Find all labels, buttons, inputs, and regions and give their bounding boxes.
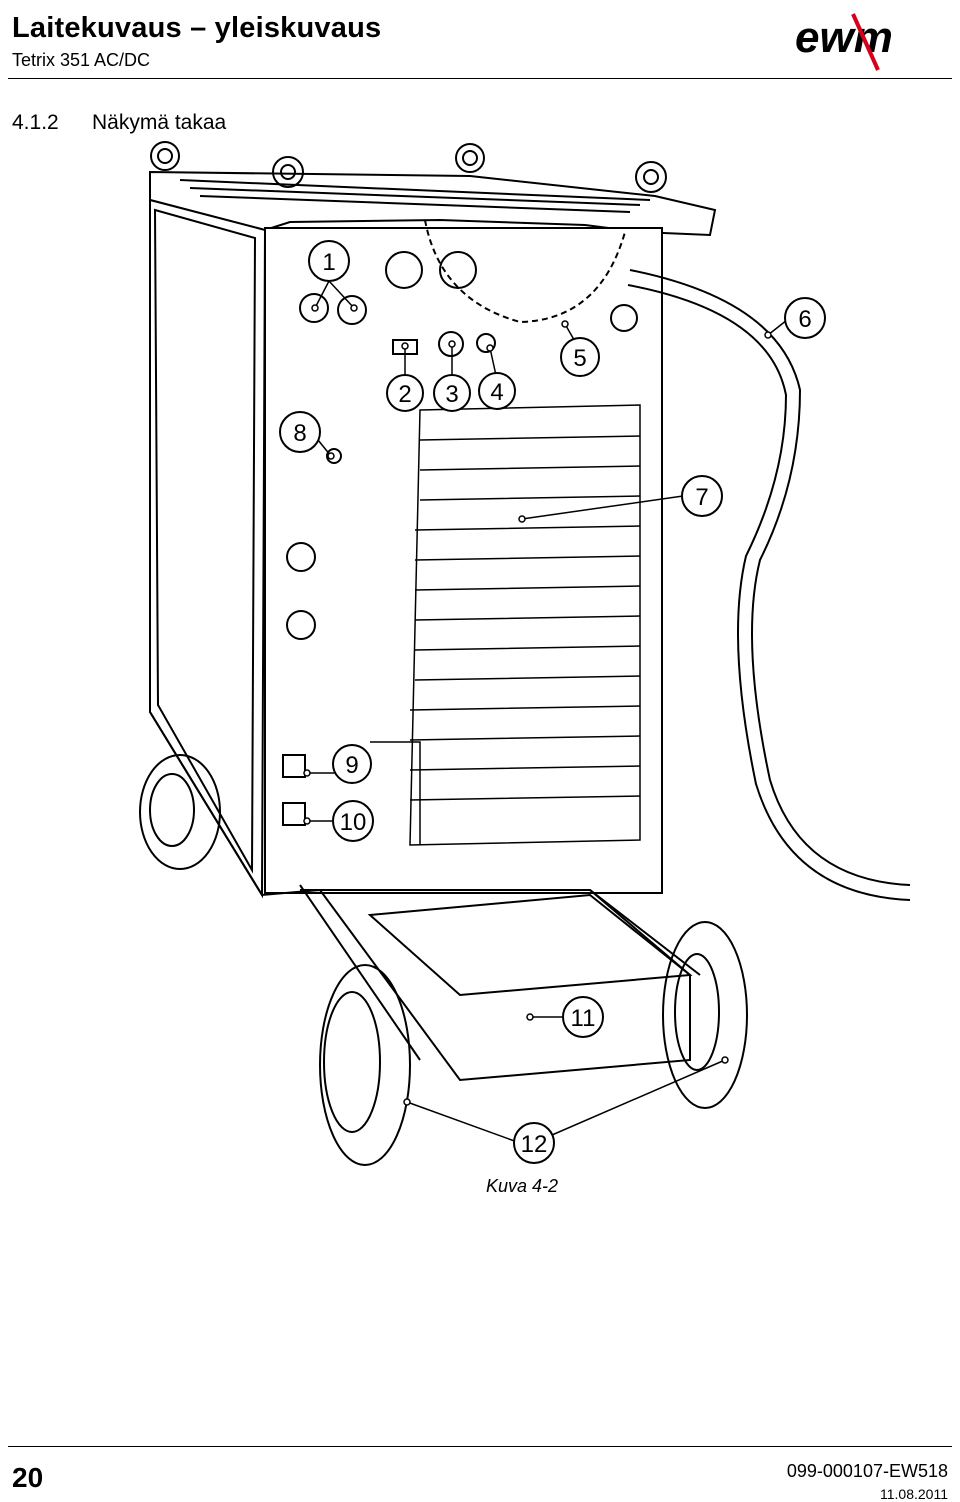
svg-text:4: 4: [490, 379, 503, 406]
page-subtitle: Tetrix 351 AC/DC: [12, 50, 151, 70]
section-number: 4.1.2: [12, 111, 59, 134]
logo-wordmark: ewm: [795, 13, 893, 62]
vent-grille: [370, 404, 641, 846]
header-divider: [8, 78, 952, 79]
callout-7: 7: [681, 475, 723, 517]
callout-2: 2: [386, 374, 424, 412]
callout-10: 10: [332, 800, 374, 842]
trolley-frame: [149, 711, 691, 1082]
page-number: 20: [12, 1462, 44, 1493]
leader-dots: [303, 304, 772, 1106]
callout-9: 9: [332, 744, 372, 784]
callout-6: 6: [784, 297, 826, 339]
section-heading: 4.1.2 Näkymä takaa: [12, 111, 226, 135]
ewm-logo: ewm: [793, 12, 935, 77]
section-title: Näkymä takaa: [92, 111, 227, 134]
wheels: [139, 754, 748, 1166]
callout-3: 3: [433, 374, 471, 412]
connectors: [282, 251, 638, 826]
svg-text:3: 3: [445, 381, 458, 408]
callout-4: 4: [478, 372, 516, 410]
svg-text:7: 7: [695, 484, 708, 511]
hose: [629, 269, 911, 886]
document-number: 099-000107-EW518: [786, 1461, 948, 1481]
svg-text:11: 11: [571, 1005, 596, 1032]
callout-1: 1: [308, 240, 350, 282]
figure-caption: Kuva 4-2: [486, 1176, 559, 1196]
document-date: 11.08.2011: [880, 1486, 948, 1502]
svg-text:9: 9: [345, 752, 358, 779]
callout-11: 11: [562, 996, 604, 1038]
callout-12: 12: [513, 1122, 555, 1164]
page-title: Laitekuvaus – yleiskuvaus: [12, 12, 382, 44]
callout-8: 8: [279, 411, 321, 453]
svg-text:6: 6: [798, 306, 811, 333]
svg-text:10: 10: [340, 809, 367, 836]
svg-text:8: 8: [293, 420, 306, 447]
svg-text:1: 1: [322, 249, 335, 276]
svg-text:12: 12: [521, 1131, 548, 1158]
callouts: 1 2 3 4 5 6 7 8 9 10 11 12: [279, 240, 826, 1164]
rear-panel: [264, 227, 663, 894]
leader-lines: [307, 280, 788, 1144]
footer-divider: [8, 1446, 952, 1447]
callout-5: 5: [560, 337, 600, 377]
rear-view-illustration: 1 2 3 4 5 6 7 8 9 10 11 12: [139, 141, 911, 1166]
lifting-eyes: [150, 141, 667, 193]
svg-text:2: 2: [398, 381, 411, 408]
svg-text:5: 5: [573, 345, 586, 372]
